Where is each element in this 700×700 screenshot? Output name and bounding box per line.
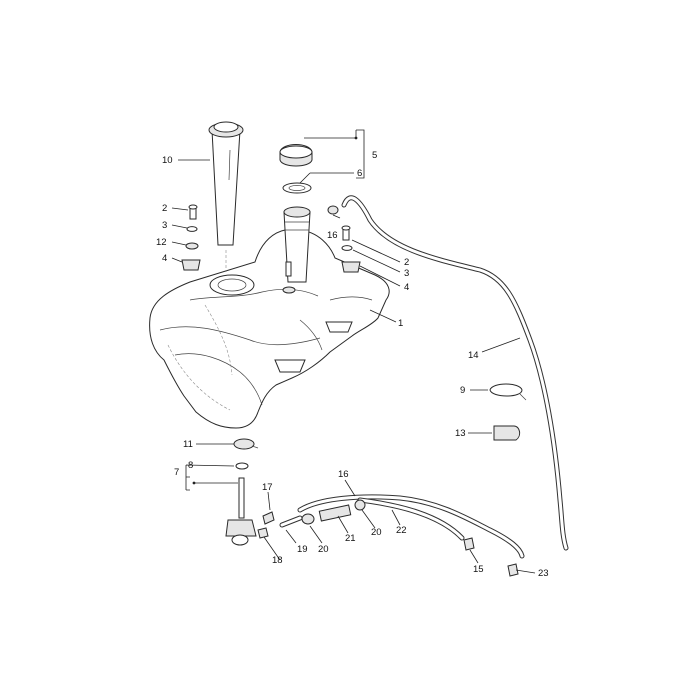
callout-14: 14: [468, 350, 479, 361]
spacer-left: [185, 242, 199, 250]
filler-tube: [208, 121, 244, 272]
callout-20-right: 20: [371, 527, 382, 538]
callout-4-right: 4: [404, 282, 409, 293]
callout-10: 10: [162, 155, 173, 166]
callout-18: 18: [272, 555, 283, 566]
callout-3-left: 3: [162, 220, 167, 231]
callout-7: 7: [174, 467, 179, 478]
callout-2-right: 2: [404, 257, 409, 268]
fuel-cap: [279, 144, 313, 167]
callout-labels: 1 2 2 3 3 4 4 5 6 7 8 9 10 11 12 13 14 1…: [156, 150, 549, 579]
clip-16: [327, 205, 339, 215]
callout-16-lower: 16: [338, 469, 349, 480]
bracket-right: [341, 261, 361, 273]
hose-clamp: [489, 383, 527, 401]
washer-left: [186, 226, 198, 232]
callout-9: 9: [460, 385, 465, 396]
washer-right: [341, 245, 353, 251]
fuel-lines: [257, 494, 525, 577]
fuel-pump: [225, 477, 257, 546]
vent-hose: [341, 195, 569, 551]
leader-lines: [171, 129, 536, 574]
callout-2-left: 2: [162, 203, 167, 214]
bolt-right: [341, 225, 351, 241]
callout-11: 11: [183, 439, 193, 450]
callout-8: 8: [188, 460, 193, 471]
fuel-tank: [149, 229, 390, 429]
bolt-center: [282, 261, 296, 294]
pump-clamp: [233, 438, 259, 450]
callout-15: 15: [473, 564, 484, 575]
callout-1: 1: [398, 318, 403, 329]
hose-holder: [493, 425, 521, 441]
callout-16-upper: 16: [327, 230, 338, 241]
bracket-left: [181, 259, 201, 271]
callout-4-left: 4: [162, 253, 167, 264]
callout-6: 6: [357, 168, 362, 179]
cap-gasket: [282, 182, 312, 194]
callout-22: 22: [396, 525, 407, 536]
callout-3-right: 3: [404, 268, 409, 279]
pump-oring: [235, 462, 249, 470]
callout-19: 19: [297, 544, 308, 555]
callout-17: 17: [262, 482, 273, 493]
callout-12: 12: [156, 237, 167, 248]
callout-5: 5: [372, 150, 377, 161]
callout-23: 23: [538, 568, 549, 579]
callout-20-left: 20: [318, 544, 329, 555]
callout-21: 21: [345, 533, 356, 544]
callout-13: 13: [455, 428, 466, 439]
bolt-left: [188, 204, 198, 220]
